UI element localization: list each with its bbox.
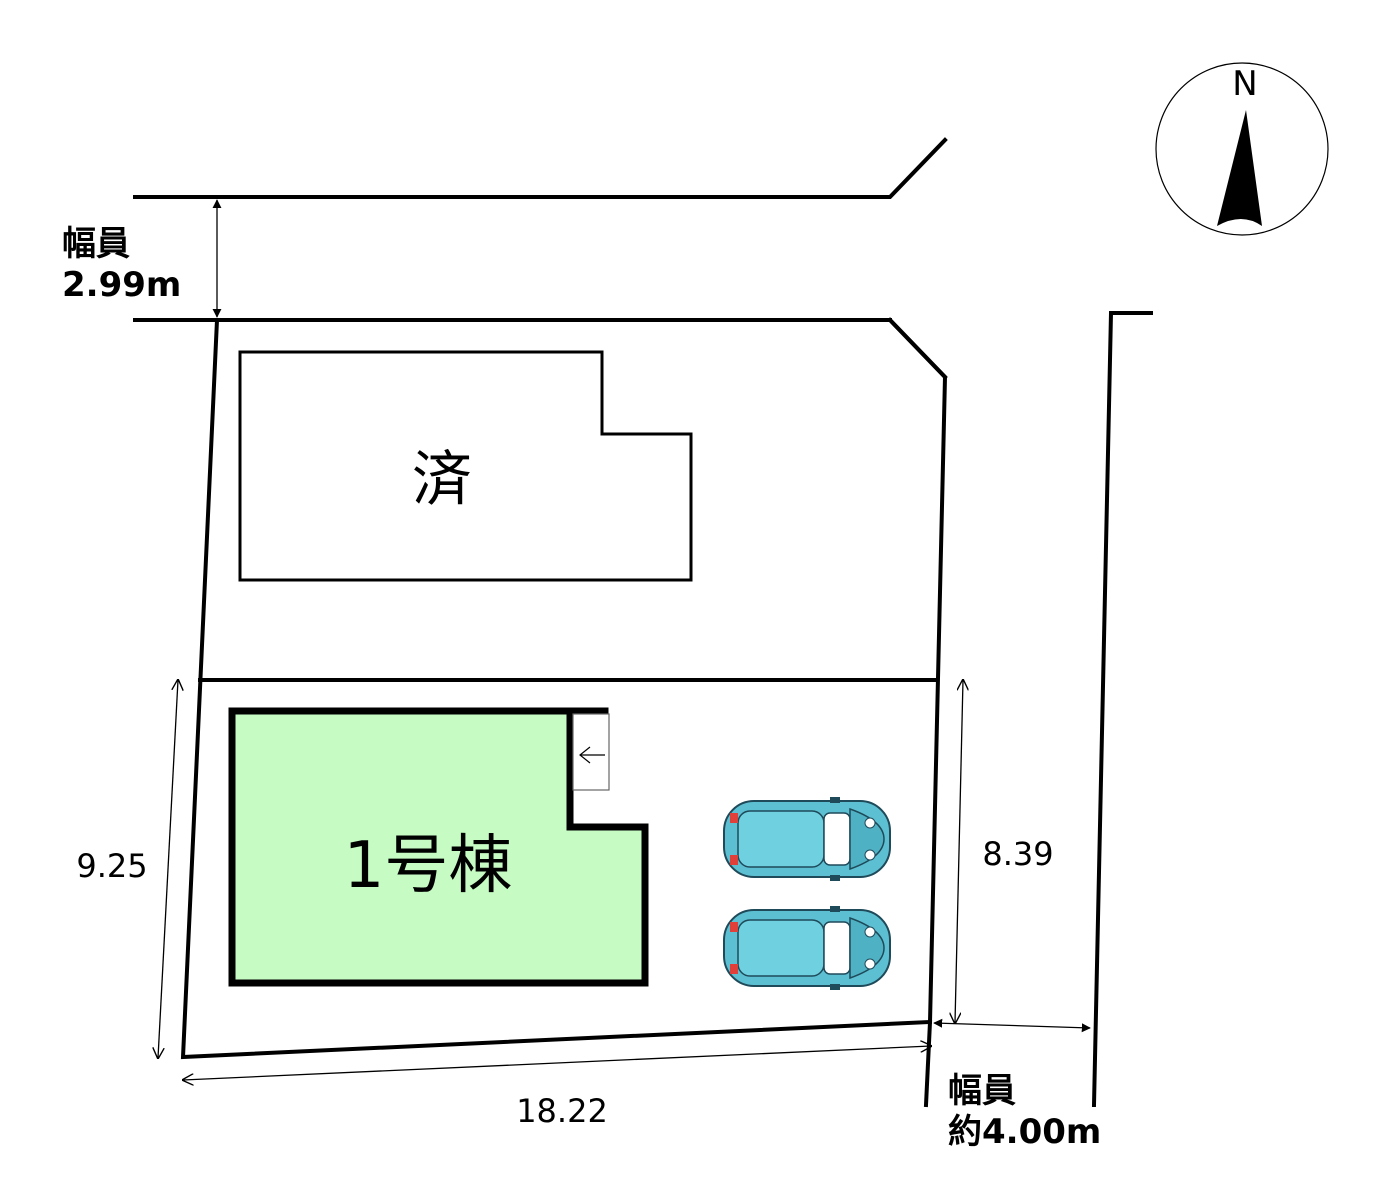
west-dimension-label: 9.25 xyxy=(76,847,147,885)
compass-north-label: N xyxy=(1232,64,1257,104)
south-dimension-line xyxy=(183,1046,931,1080)
west-dimension-line xyxy=(158,680,178,1058)
east-dimension-label: 8.39 xyxy=(982,835,1053,873)
sold-label: 済 xyxy=(412,445,472,515)
house-1-label: 1号棟 xyxy=(344,829,513,903)
north-road-width-value: 2.99m xyxy=(62,265,181,305)
parking-car-1-icon xyxy=(723,796,891,882)
entrance-porch xyxy=(572,713,610,791)
east-road-width-dimension xyxy=(933,1018,1091,1033)
entrance-arrow-icon xyxy=(579,746,605,764)
site-boundary xyxy=(180,317,948,1060)
parking-car-2-icon xyxy=(723,905,891,991)
south-dimension-label: 18.22 xyxy=(516,1092,608,1130)
east-road-width-label: 幅員 xyxy=(948,1071,1016,1111)
north-road xyxy=(133,137,948,380)
north-compass-icon xyxy=(1155,62,1329,236)
house-1-building xyxy=(228,707,649,987)
east-dimension-line xyxy=(955,680,963,1023)
north-road-width-label: 幅員 xyxy=(62,224,130,264)
east-road xyxy=(923,311,1153,1108)
sold-building xyxy=(238,350,693,582)
east-road-width-value: 約4.00m xyxy=(948,1112,1101,1152)
